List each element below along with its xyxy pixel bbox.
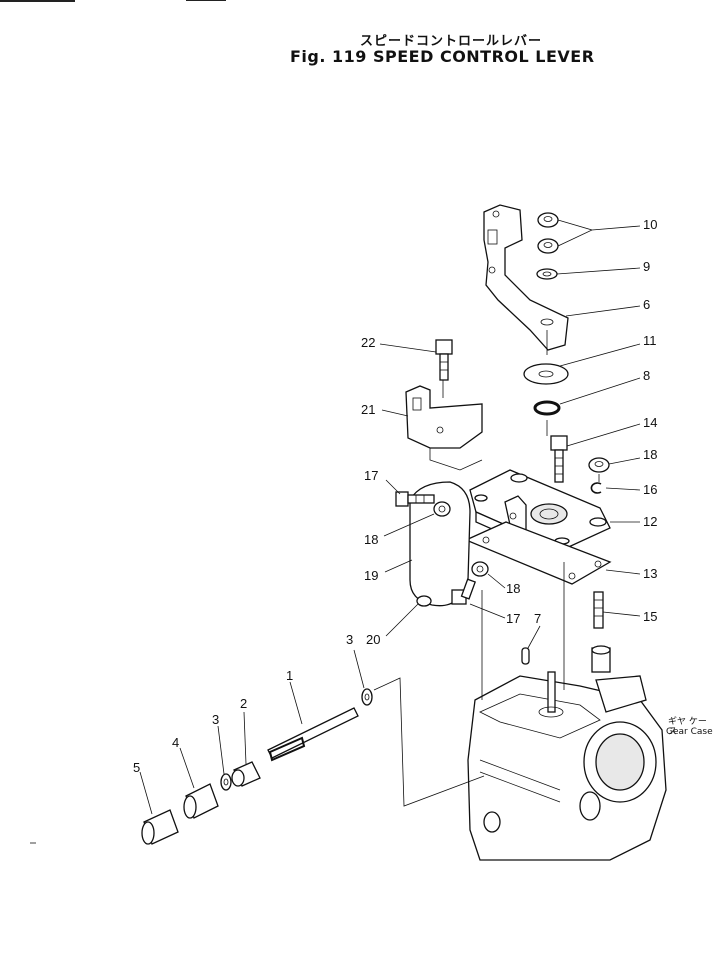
nut-part-18-left (433, 501, 451, 517)
pin-part-20 (416, 595, 432, 607)
figure-title: Fig. 119 SPEED CONTROL LEVER (290, 47, 595, 66)
callout-8: 8 (643, 368, 650, 383)
o-ring-part-8 (533, 400, 561, 416)
figure-title-japanese: スピードコントロールレバー (360, 34, 543, 49)
bolt-part-14 (550, 435, 568, 483)
callout-12: 12 (643, 514, 657, 529)
callout-21: 21 (361, 402, 375, 417)
assembly-lines (373, 330, 600, 807)
pin-part-7 (521, 647, 530, 665)
callout-6: 6 (643, 297, 650, 312)
nut-part-2 (231, 761, 261, 787)
callout-20: 20 (366, 632, 380, 647)
washer-part-11 (523, 363, 569, 385)
callout-18-right: 18 (643, 447, 657, 462)
cap-part-4 (183, 783, 219, 819)
bolt-part-17-lower (451, 578, 477, 605)
gear-case-label: Gear Case (666, 727, 713, 737)
washer-part-9 (536, 268, 558, 280)
callout-16: 16 (643, 482, 657, 497)
washer-part-3-left (220, 773, 232, 791)
bolt-part-22 (435, 339, 453, 381)
callout-13: 13 (643, 566, 657, 581)
nut-part-18-middle (471, 561, 489, 577)
gear-case-body (467, 645, 667, 861)
callout-2: 2 (240, 696, 247, 711)
top-rule-left (0, 0, 75, 2)
callout-19: 19 (364, 568, 378, 583)
callout-10: 10 (643, 217, 657, 232)
callout-14: 14 (643, 415, 657, 430)
cap-part-5 (141, 809, 179, 845)
clip-part-16 (590, 482, 602, 494)
callout-3-right: 3 (346, 632, 353, 647)
top-rule-middle (186, 0, 226, 1)
callout-22: 22 (361, 335, 375, 350)
nut-part-10 (537, 212, 559, 254)
gasket-part-13 (464, 521, 612, 585)
callout-labels: 10 9 6 22 11 8 21 14 17 18 16 12 18 19 1… (133, 217, 657, 775)
washer-part-3-right (361, 688, 373, 706)
stud-part-15 (593, 591, 604, 629)
callout-7: 7 (534, 611, 541, 626)
bracket-part-6 (483, 204, 569, 351)
callout-18-middle: 18 (506, 581, 520, 596)
callout-1: 1 (286, 668, 293, 683)
gear-case-label-japanese: ギヤ ケース (668, 717, 707, 737)
callout-18-left: 18 (364, 532, 378, 547)
callout-17-lower: 17 (506, 611, 520, 626)
nut-part-18-right (588, 457, 610, 473)
callout-5: 5 (133, 760, 140, 775)
rod-part-1 (267, 707, 359, 762)
callout-15: 15 (643, 609, 657, 624)
callout-9: 9 (643, 259, 650, 274)
callout-17: 17 (364, 468, 378, 483)
callout-11: 11 (643, 333, 657, 348)
callout-3-left: 3 (212, 712, 219, 727)
bolt-part-17-upper (395, 491, 435, 507)
callout-4: 4 (172, 735, 179, 750)
leader-lines (139, 219, 641, 815)
bracket-part-21 (405, 385, 483, 449)
